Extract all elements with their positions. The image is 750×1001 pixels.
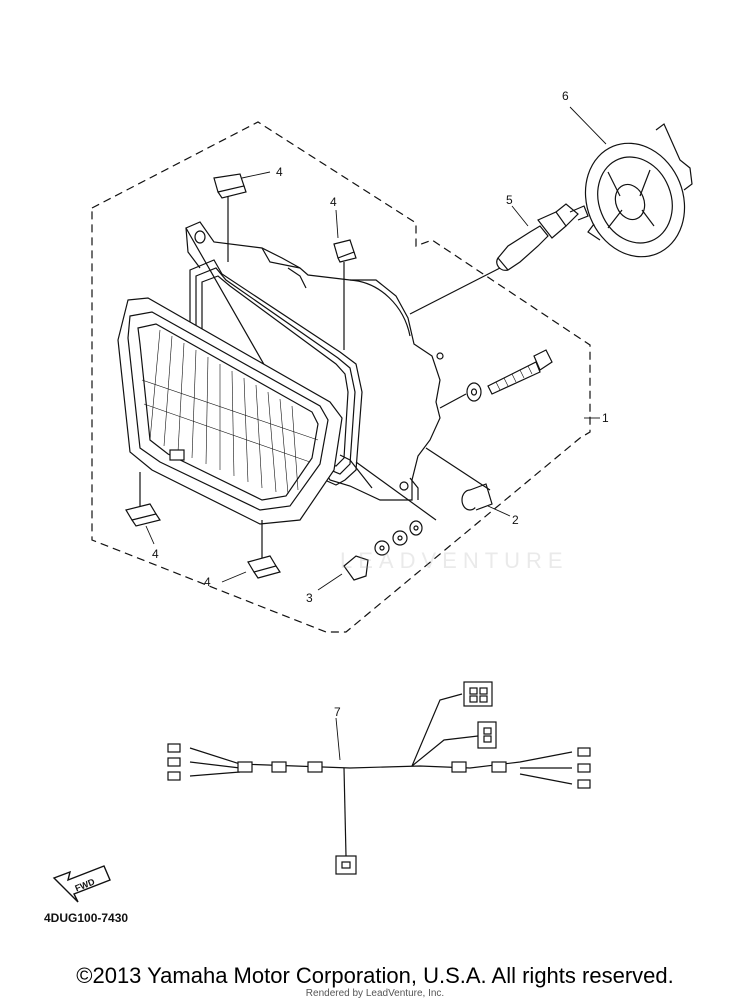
callout-4-top-center: 4 xyxy=(330,195,337,209)
grommet-part-2 xyxy=(425,447,493,511)
clip-part-4-bottom-center xyxy=(247,520,281,579)
bulb-part-5 xyxy=(409,203,589,315)
assembly-boundary xyxy=(91,121,591,633)
clip-part-4-top-left xyxy=(213,173,247,262)
callout-6: 6 xyxy=(562,89,569,103)
clip-part-4-top-center xyxy=(333,239,357,350)
copyright-notice: ©2013 Yamaha Motor Corporation, U.S.A. A… xyxy=(76,963,674,988)
callout-4-bottom-center: 4 xyxy=(204,575,211,589)
adjusting-bolt-set xyxy=(439,349,553,409)
nut-part-3 xyxy=(343,461,437,581)
watermark: LEADVENTURE xyxy=(340,548,569,573)
callout-1: 1 xyxy=(602,411,609,425)
leader-lines xyxy=(145,106,607,591)
callout-7: 7 xyxy=(334,705,341,719)
headlight-lens xyxy=(117,297,343,525)
drawing-code: 4DUG100-7430 xyxy=(44,911,128,925)
callout-3: 3 xyxy=(306,591,313,605)
callout-2: 2 xyxy=(512,513,519,527)
forward-arrow-icon xyxy=(52,865,111,903)
rendered-by-note: Rendered by LeadVenture, Inc. xyxy=(305,988,445,999)
callout-4-bottom-left: 4 xyxy=(152,547,159,561)
callout-5: 5 xyxy=(506,193,513,207)
callout-4-top-left: 4 xyxy=(276,165,283,179)
clip-part-4-bottom-left xyxy=(125,472,161,527)
headlight-housing xyxy=(185,221,444,501)
socket-cover-part-6 xyxy=(584,123,693,258)
wire-harness-part-7 xyxy=(167,681,591,875)
